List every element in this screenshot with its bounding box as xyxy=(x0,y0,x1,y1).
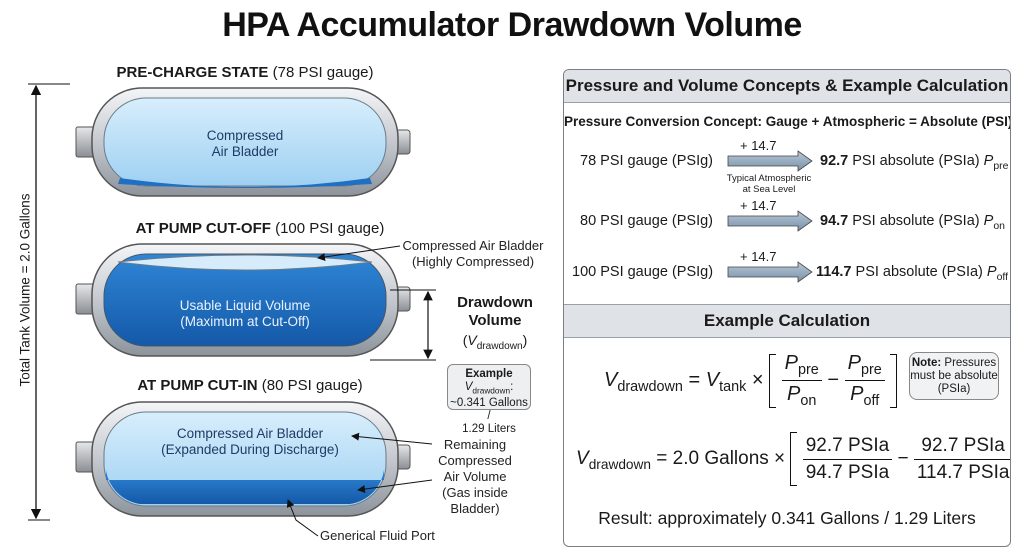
fluid-port-callout: Generical Fluid Port xyxy=(320,528,435,543)
tank-cutin xyxy=(75,401,411,517)
example-header: Example Calculation xyxy=(564,304,1010,338)
row-on-absolute: 94.7 PSI absolute (PSIa) Pon xyxy=(820,213,1005,232)
drawdown-symbol: (Vdrawdown) xyxy=(462,332,528,352)
concepts-panel: Pressure and Volume Concepts & Example C… xyxy=(563,69,1011,547)
absolute-pressure-note: Note: Pressures must be absolute (PSIa) xyxy=(909,352,999,400)
example-drawdown-box: Example Vdrawdown: ~0.341 Gallons / 1.29… xyxy=(447,364,531,435)
row-off-absolute: 114.7 PSI absolute (PSIa) Poff xyxy=(816,264,1008,283)
row-pre-gauge: 78 PSI gauge (PSIg) xyxy=(580,153,713,169)
accumulator-diagram xyxy=(28,83,436,537)
tank-precharge xyxy=(75,87,411,197)
cutin-bladder-label: Compressed Air Bladder(Expanded During D… xyxy=(161,426,339,457)
usable-liquid-label: Usable Liquid Volume(Maximum at Cut-Off) xyxy=(179,298,311,329)
row-on-add: + 14.7 xyxy=(740,198,777,213)
row-pre-absolute: 92.7 PSI absolute (PSIa) Ppre xyxy=(820,153,1009,172)
panel-header: Pressure and Volume Concepts & Example C… xyxy=(564,70,1010,103)
row-on-gauge: 80 PSI gauge (PSIg) xyxy=(580,213,713,229)
precharge-state-label: PRE-CHARGE STATE (78 PSI gauge) xyxy=(116,64,374,81)
cutin-state-label: AT PUMP CUT-IN (80 PSI gauge) xyxy=(137,377,363,394)
total-volume-label: Total Tank Volume = 2.0 Gallons xyxy=(17,193,33,387)
row-off-gauge: 100 PSI gauge (PSIg) xyxy=(572,264,714,280)
result-text: Result: approximately 0.341 Gallons / 1.… xyxy=(598,508,976,528)
row-pre-add: + 14.7 xyxy=(740,138,777,153)
page-title: HPA Accumulator Drawdown Volume xyxy=(222,6,802,44)
conversion-concept-title: Pressure Conversion Concept: Gauge + Atm… xyxy=(564,114,1011,129)
remaining-air-callout: Remaining Compressed Air Volume (Gas ins… xyxy=(438,437,512,516)
cutoff-state-label: AT PUMP CUT-OFF (100 PSI gauge) xyxy=(135,220,385,237)
cutoff-bladder-callout: Compressed Air Bladder(Highly Compressed… xyxy=(402,238,544,269)
conversion-arrows xyxy=(727,150,813,283)
row-off-add: + 14.7 xyxy=(740,249,777,264)
tank-cutoff xyxy=(75,243,411,357)
